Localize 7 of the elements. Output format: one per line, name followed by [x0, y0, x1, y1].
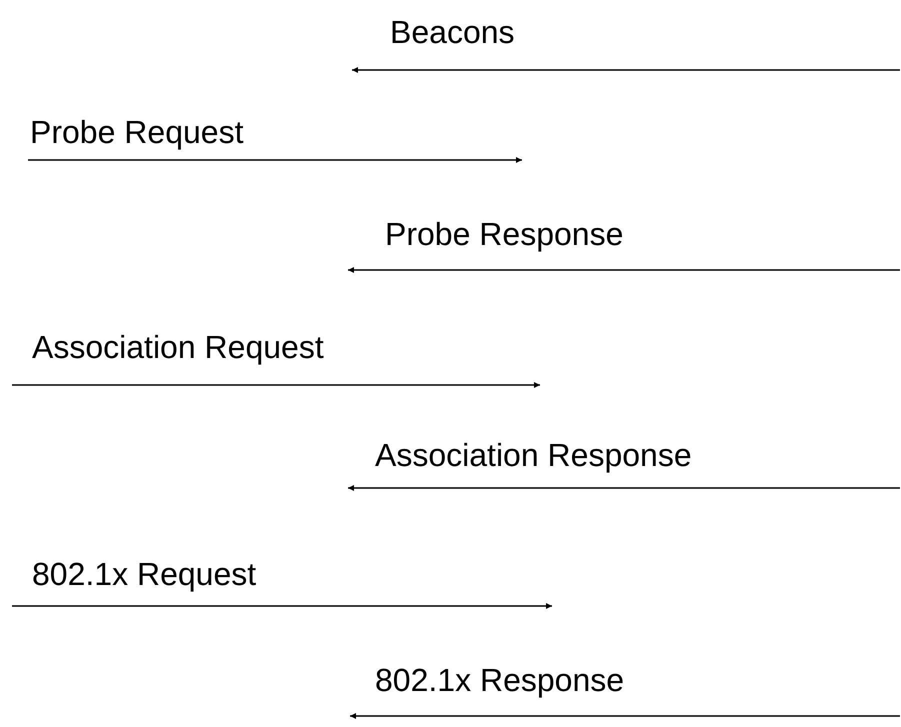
message-label: Association Request	[32, 329, 324, 365]
message-label: 802.1x Request	[32, 556, 256, 592]
message-label: Probe Request	[30, 114, 244, 150]
message-label: 802.1x Response	[375, 662, 624, 698]
message-label: Probe Response	[385, 216, 624, 252]
message-label: Beacons	[390, 14, 515, 50]
message-label: Association Response	[375, 437, 692, 473]
